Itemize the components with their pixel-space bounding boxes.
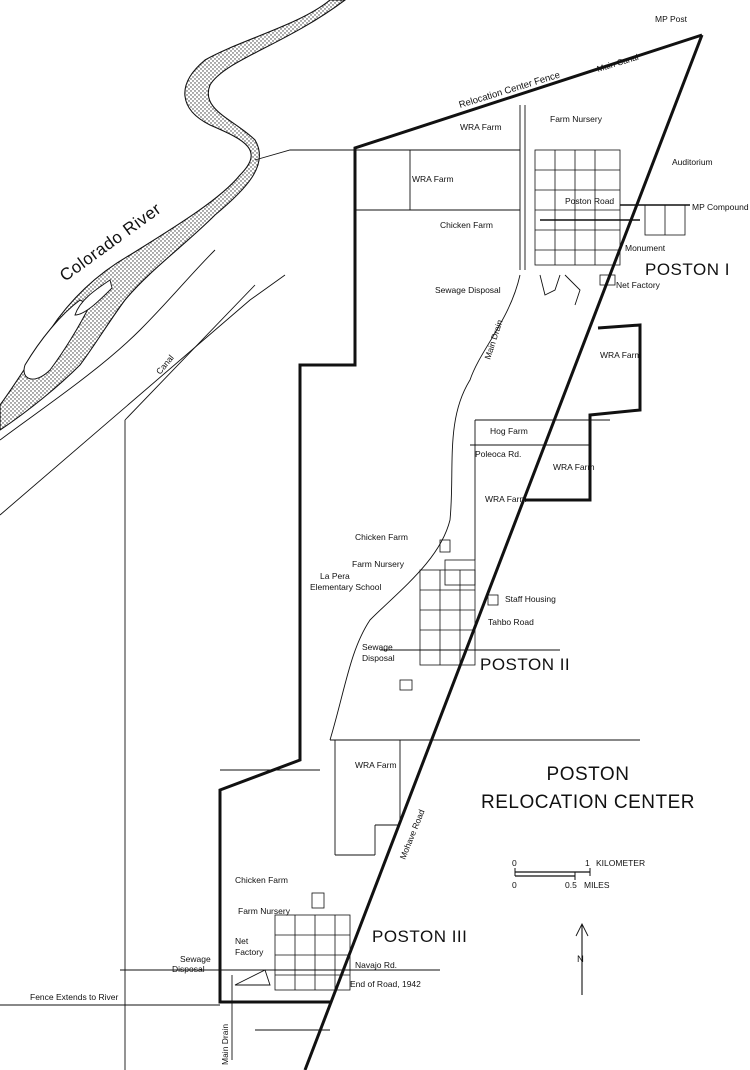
disposal-label-1: Disposal: [362, 653, 395, 663]
poston-road-label: Poston Road: [565, 196, 614, 206]
poston-1-label: POSTON I: [645, 260, 730, 279]
sewage-disposal-label-1: Sewage Disposal: [435, 285, 501, 295]
north-label: N: [577, 954, 584, 965]
east-boundary: [303, 34, 704, 1070]
main-canal-label: Main Canal: [596, 52, 640, 74]
navajo-rd-label: Navajo Rd.: [355, 960, 397, 970]
mp-post-label: MP Post: [655, 14, 688, 24]
tahbo-road-label: Tahbo Road: [488, 617, 534, 627]
auditorium-label: Auditorium: [672, 157, 713, 167]
fence-label: Relocation Center Fence: [458, 70, 562, 111]
scale-mi-half: 0.5: [565, 880, 577, 890]
scale-km-one: 1: [585, 858, 590, 868]
end-of-road-label: End of Road, 1942: [350, 979, 421, 989]
staff-housing-label: Staff Housing: [505, 594, 556, 604]
factory-label: Factory: [235, 947, 264, 957]
scale-mi-unit: MILES: [584, 880, 610, 890]
disposal-label-2: Disposal: [172, 964, 205, 974]
wra-farm-label-4: WRA Farm: [553, 462, 595, 472]
poston-3-label: POSTON III: [372, 927, 467, 946]
poleoca-rd-label: Poleoca Rd.: [475, 449, 521, 459]
sewage-label-2: Sewage: [180, 954, 211, 964]
mp-compound-label: MP Compound: [692, 202, 749, 212]
farm-nursery-label-1: Farm Nursery: [550, 114, 603, 124]
elementary-school-label: Elementary School: [310, 582, 381, 592]
title-line-2: RELOCATION CENTER: [481, 792, 695, 813]
fence-extends-label: Fence Extends to River: [30, 992, 119, 1002]
farm-nursery-label-3: Farm Nursery: [238, 906, 291, 916]
poston-2-label: POSTON II: [480, 655, 570, 674]
sewage-label-1: Sewage: [362, 642, 393, 652]
scale-mi-zero: 0: [512, 880, 517, 890]
wra-farm-label-2: WRA Farm: [412, 174, 454, 184]
wra-farm-label-3: WRA Farm: [600, 350, 642, 360]
wra-farm-label-6: WRA Farm: [355, 760, 397, 770]
main-drain: [329, 274, 521, 741]
colorado-river: [0, 0, 346, 441]
la-pera-label: La Pera: [320, 571, 350, 581]
poston-3-grid: [234, 892, 351, 991]
chicken-farm-label-1: Chicken Farm: [440, 220, 493, 230]
north-arrow-icon: N: [575, 922, 589, 995]
wra-farm-label-5: WRA Farm: [485, 494, 527, 504]
net-factory-label-1: Net Factory: [616, 280, 661, 290]
hog-farm-label: Hog Farm: [490, 426, 528, 436]
title-line-1: POSTON: [547, 764, 630, 785]
wra-farm-boundary: [525, 323, 642, 502]
wra-farm-label-1: WRA Farm: [460, 122, 502, 132]
chicken-farm-label-2: Chicken Farm: [355, 532, 408, 542]
farm-lines: [220, 105, 640, 1031]
net-label: Net: [235, 936, 249, 946]
canal-lines: [0, 149, 520, 516]
main-drain-label-1: Main Drain: [482, 318, 504, 360]
map-labels: MP Post Relocation Center Fence Main Can…: [30, 14, 749, 1065]
monument-label: Monument: [625, 243, 666, 253]
scale-km-unit: KILOMETER: [596, 858, 645, 868]
scale-bar: 0 1 KILOMETER 0 0.5 MILES: [512, 858, 645, 890]
scale-km-zero: 0: [512, 858, 517, 868]
farm-nursery-label-2: Farm Nursery: [352, 559, 405, 569]
roads: [0, 969, 440, 1060]
chicken-farm-label-3: Chicken Farm: [235, 875, 288, 885]
poston-2-grid: [399, 539, 499, 691]
poston-1-grid: [534, 149, 690, 306]
relocation-center-boundary: [218, 33, 703, 1004]
main-drain-label-2: Main Drain: [220, 1024, 230, 1065]
